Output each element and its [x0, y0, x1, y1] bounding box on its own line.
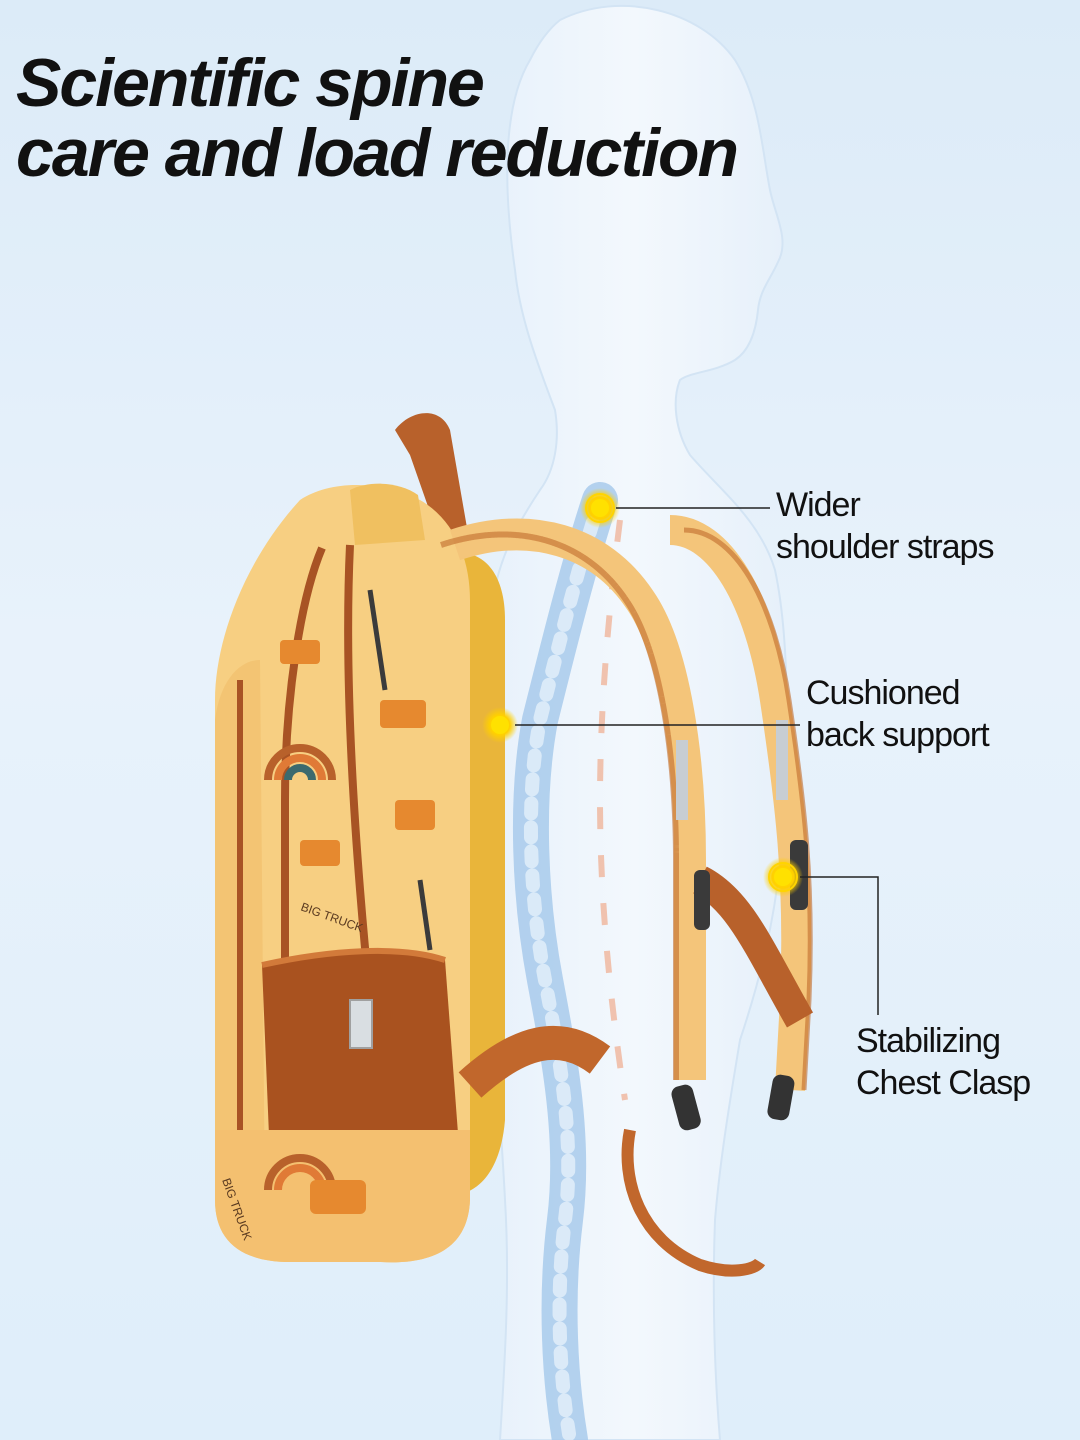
headline-line-1: Scientific spine: [16, 45, 485, 121]
backpack: BIG TRUCK BIG TRUCK: [215, 413, 505, 1263]
callout-1-line-2: shoulder straps: [776, 528, 994, 566]
shoulder-straps: [440, 515, 814, 1277]
callout-1-line-1: Wider: [776, 486, 861, 524]
callout-3-line-1: Stabilizing: [856, 1022, 1001, 1060]
callout-stabilizing-chest-clasp: Stabilizing Chest Clasp: [856, 1020, 1031, 1104]
spine: [512, 482, 628, 1440]
headline: Scientific spine care and load reduction: [16, 45, 739, 191]
callout-marker-3: [763, 857, 879, 1015]
callout-cushioned-back-support: Cushioned back support: [806, 672, 990, 756]
callout-3-line-2: Chest Clasp: [856, 1064, 1031, 1102]
callout-marker-1: [580, 488, 770, 528]
callout-marker-2: [482, 707, 800, 743]
callout-wider-shoulder-straps: Wider shoulder straps: [776, 484, 994, 568]
headline-line-2: care and load reduction: [16, 115, 739, 191]
callout-2-line-1: Cushioned: [806, 674, 961, 712]
callout-2-line-2: back support: [806, 716, 990, 754]
